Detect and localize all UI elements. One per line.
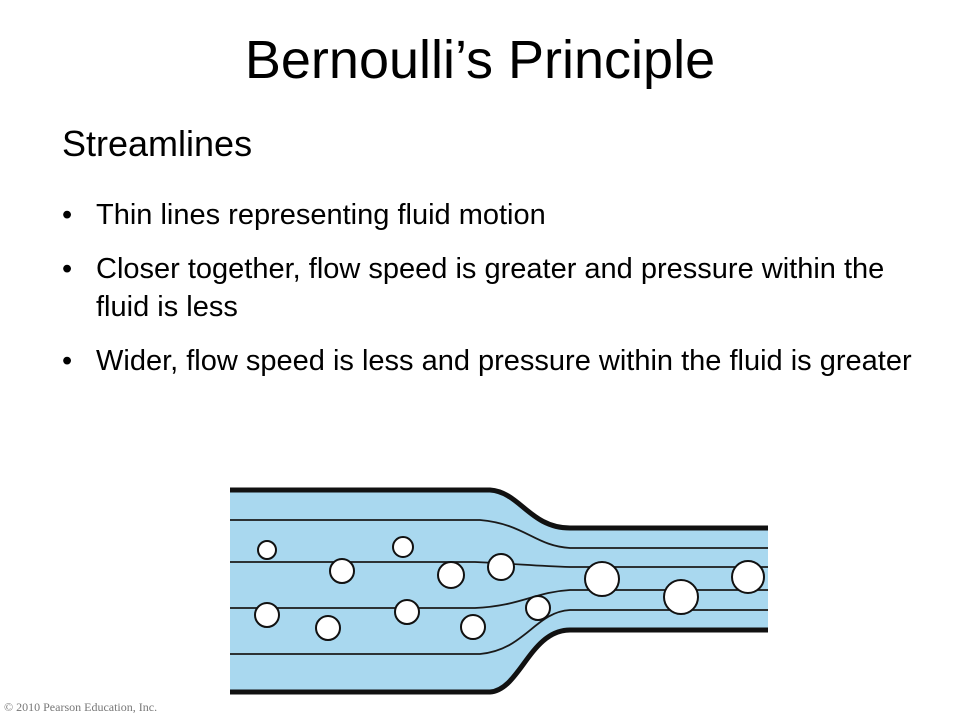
section-heading: Streamlines [62,123,253,164]
fluid-particle [460,614,486,640]
slide-title: Bernoulli’s Principle [244,30,716,90]
bullet-icon: • [62,199,73,231]
bullet-text: Thin lines representing fluid motion [96,199,546,231]
bullet-item: • Closer together, flow speed is greater… [62,250,922,326]
streamline [230,519,768,549]
copyright-notice: © 2010 Pearson Education, Inc. [4,700,158,714]
fluid-particle [257,540,277,560]
fluid-particle [525,595,551,621]
bullet-icon: • [62,345,73,377]
fluid-particle [254,602,280,628]
fluid-particle [487,553,515,581]
bullet-icon: • [62,253,73,285]
pipe-fluid [230,490,768,692]
fluid-particle [394,599,420,625]
bullet-list: • Thin lines representing fluid motion •… [62,196,922,396]
bullet-text: Closer together, flow speed is greater a… [96,253,885,323]
fluid-particle [584,561,620,597]
pipe-top-wall [230,487,768,531]
fluid-particle [392,536,414,558]
streamline [230,589,768,609]
fluid-particle [437,561,465,589]
pipe-bottom-wall [230,627,768,695]
streamline [230,609,768,655]
streamline-pipe-diagram [230,487,768,695]
fluid-particle [663,579,699,615]
bullet-item: • Thin lines representing fluid motion [62,196,922,234]
fluid-particle [731,560,765,594]
fluid-particle [329,558,355,584]
bullet-text: Wider, flow speed is less and pressure w… [96,345,912,377]
bullet-item: • Wider, flow speed is less and pressure… [62,342,922,380]
streamline [230,561,768,568]
fluid-particle [315,615,341,641]
